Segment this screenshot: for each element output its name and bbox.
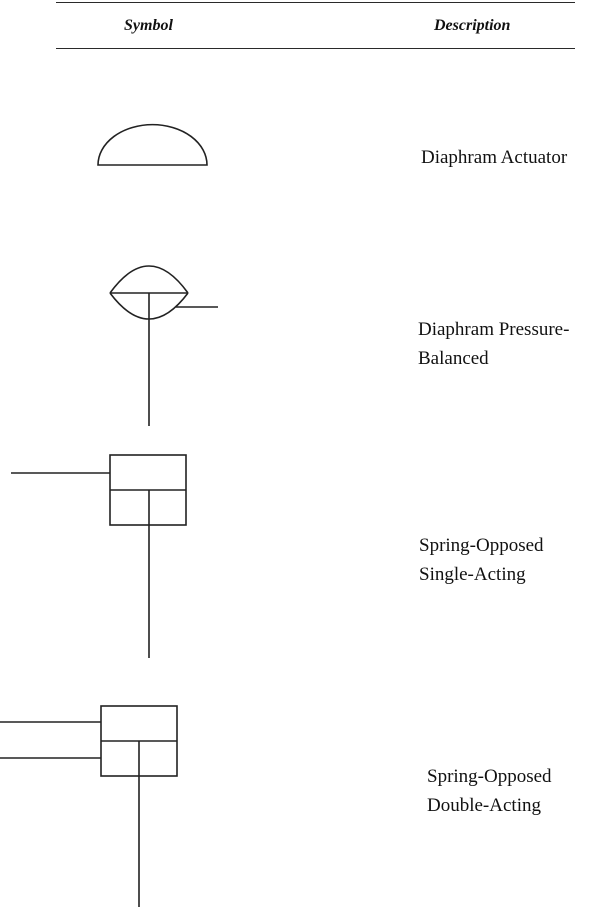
table-header-rule bbox=[56, 48, 575, 49]
diaphragm-pressure-balanced-icon bbox=[109, 265, 218, 426]
column-header-symbol: Symbol bbox=[124, 17, 173, 34]
spring-opposed-double-acting-icon bbox=[0, 705, 178, 907]
description-diaphragm-actuator: Diaphram Actuator bbox=[421, 147, 568, 168]
description-spring-opposed-single-acting: Spring-Opposed Single-Acting bbox=[419, 535, 544, 585]
diaphragm-actuator-icon bbox=[97, 123, 208, 166]
description-diaphragm-pressure-balanced: Diaphram Pressure- Balanced bbox=[418, 319, 570, 369]
table-top-rule bbox=[56, 2, 575, 3]
description-spring-opposed-double-acting: Spring-Opposed Double-Acting bbox=[427, 766, 552, 816]
column-header-description: Description bbox=[434, 17, 511, 34]
spring-opposed-single-acting-icon bbox=[11, 454, 187, 658]
